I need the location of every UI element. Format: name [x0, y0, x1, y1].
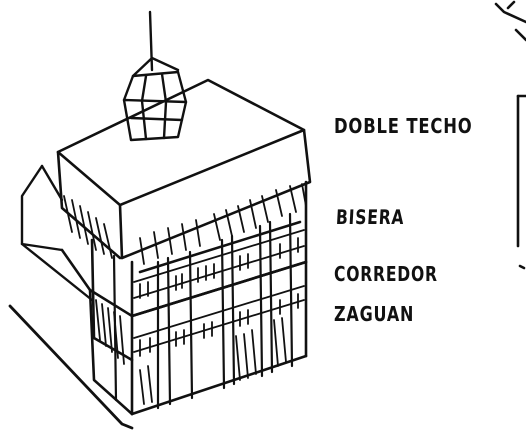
label-zaguan: ZAGUAN: [334, 302, 414, 326]
label-bisera: BISERA: [335, 205, 405, 229]
cupola-lantern: [124, 12, 186, 140]
railings: [134, 230, 304, 356]
label-doble-techo: DOBLE TECHO: [334, 114, 473, 138]
main-body: [62, 182, 306, 414]
ground-line: [10, 306, 132, 428]
partial-sketch-right: [496, 2, 526, 268]
label-corredor: CORREDOR: [334, 262, 438, 286]
